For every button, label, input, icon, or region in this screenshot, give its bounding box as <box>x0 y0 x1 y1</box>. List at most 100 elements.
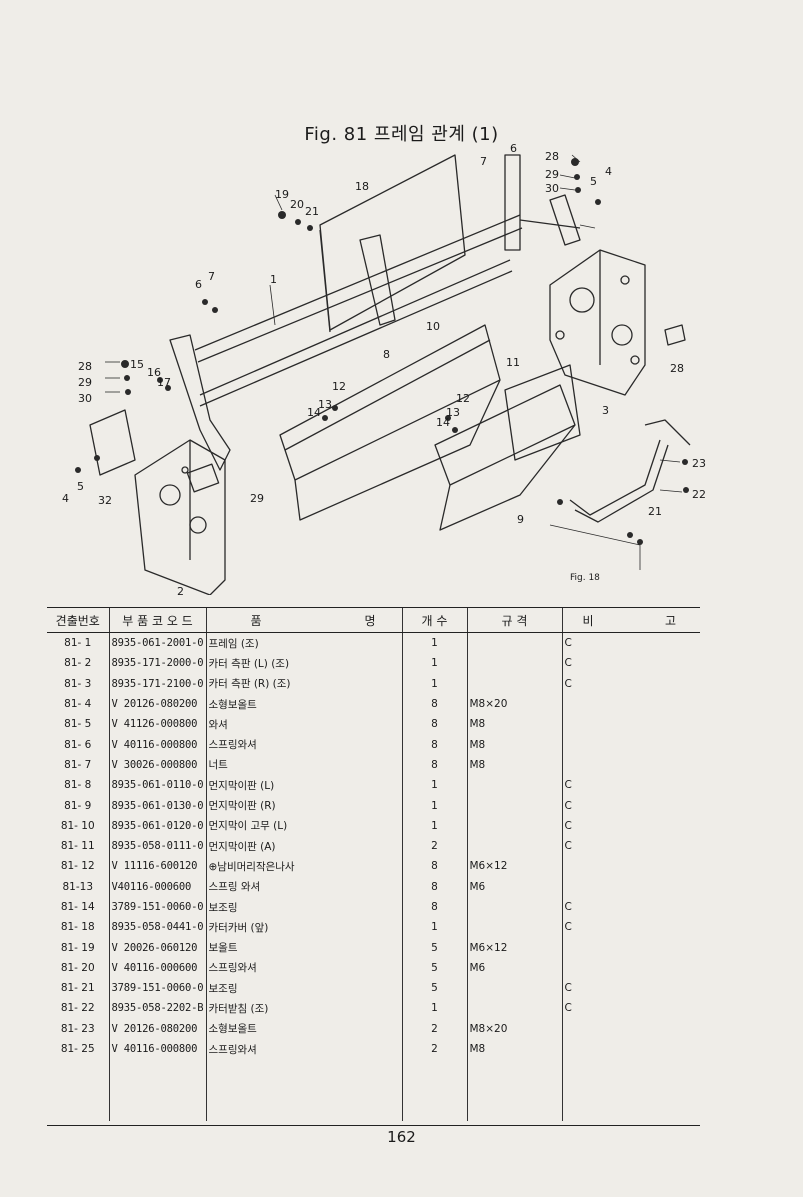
callout-numbers: 19 20 21 18 1 6 7 28 29 30 15 16 17 4 5 … <box>62 142 706 595</box>
cell-quantity: 8 <box>401 896 467 918</box>
cell-ref-no: 81- 14 <box>60 901 95 913</box>
header-part-code: 부 품 코 오 드 <box>108 608 206 633</box>
cell-part-name: 스프링와셔 <box>205 1038 402 1060</box>
cell-spec <box>466 673 562 694</box>
cell-part-code: V 40116-000800 <box>108 1038 206 1060</box>
cell-part-name: 보조링 <box>205 978 402 999</box>
cell-remarks: C <box>561 673 700 694</box>
cell-quantity: 2 <box>401 835 467 857</box>
cell-part-code: V 40116-000800 <box>108 734 206 755</box>
cell-ref-no: 81- 19 <box>60 941 95 954</box>
cell-spec: M6×12 <box>466 937 562 958</box>
cell-spec <box>466 998 562 1019</box>
header-part-name: 품 명 <box>205 608 402 633</box>
cell-spec: M8 <box>466 1038 562 1060</box>
page-title: Fig. 81 프레임 관계 (1) <box>304 124 499 145</box>
cell-part-code: 8935-058-0441-0 <box>108 917 206 938</box>
cell-remarks <box>561 714 700 735</box>
page-number: 162 <box>387 1128 416 1146</box>
cell-part-name: 스프링와셔 <box>205 734 402 755</box>
cell-part-name: 카터 측판 (R) (조) <box>205 673 402 694</box>
cell-part-name: 먼지막이판 (R) <box>205 795 402 816</box>
cell-quantity: 1 <box>401 795 467 816</box>
cell-quantity: 5 <box>401 978 467 999</box>
callout-11: 11 <box>506 356 520 369</box>
cell-part-code: V 20026-060120 <box>108 937 206 958</box>
callout-12-left: 12 <box>332 380 346 393</box>
callout-25: 23 <box>692 457 706 470</box>
cell-part-code: 8935-061-0130-0 <box>108 795 206 816</box>
part-bracket-top-right <box>519 194 581 246</box>
part-small-plate <box>664 324 686 346</box>
cell-part-name: 프레임 (조) <box>205 632 402 654</box>
cell-part-code: 8935-061-0120-0 <box>108 815 206 836</box>
cell-spec <box>466 896 562 918</box>
callout-2: 2 <box>177 585 184 595</box>
table-row-blank <box>47 1059 700 1122</box>
callout-10: 10 <box>426 320 440 333</box>
cell-remarks <box>561 693 700 715</box>
cell-part-name: 먼지막이판 (L) <box>205 775 402 796</box>
cell-ref-no: 81- 8 <box>64 779 92 792</box>
cell-blank <box>561 1059 700 1122</box>
cell-spec: M6 <box>466 957 562 979</box>
cell-ref-no: 81-13 <box>62 880 93 893</box>
cell-ref-no: 81- 7 <box>64 758 92 771</box>
cell-quantity: 1 <box>401 998 467 1019</box>
cell-remarks: C <box>561 998 700 1019</box>
cell-quantity: 1 <box>401 653 467 674</box>
cell-remarks: C <box>561 653 700 674</box>
cell-remarks: C <box>561 795 700 816</box>
cell-quantity: 1 <box>401 775 467 796</box>
cell-blank <box>108 1059 206 1122</box>
cell-part-name: 먼지막이판 (A) <box>205 835 402 857</box>
cell-spec: M8 <box>466 734 562 755</box>
cell-part-name: 먼지막이 고무 (L) <box>205 815 402 836</box>
part-cutter-side-plate-right <box>549 249 646 396</box>
cell-part-name: 카터카버 (앞) <box>205 917 402 938</box>
header-part-name-left: 품 <box>250 613 262 628</box>
callout-12-right: 12 <box>456 392 470 405</box>
cell-part-code: V 20126-080200 <box>108 1018 206 1039</box>
cell-quantity: 2 <box>401 1038 467 1060</box>
callout-17: 17 <box>157 376 171 389</box>
cell-spec <box>466 632 562 654</box>
cell-remarks: C <box>561 896 700 918</box>
cell-remarks: C <box>561 632 700 654</box>
callout-19: 19 <box>275 188 289 201</box>
cell-spec: M8×20 <box>466 693 562 715</box>
cell-remarks <box>561 754 700 776</box>
header-ref-no: 견출번호 <box>47 608 109 633</box>
cell-remarks <box>561 876 700 897</box>
part-cutter-support <box>569 419 691 523</box>
cell-part-code: 3789-151-0060-0 <box>108 978 206 999</box>
callout-30-top: 30 <box>545 182 559 195</box>
cell-part-code: 3789-151-0060-0 <box>108 896 206 918</box>
cell-remarks: C <box>561 815 700 836</box>
fig18-reference-box <box>549 524 641 570</box>
header-remarks-right: 고 <box>664 613 676 628</box>
cell-remarks <box>561 1018 700 1039</box>
cell-ref-no: 81- 23 <box>60 1022 95 1035</box>
cell-ref-no: 81- 22 <box>60 1002 95 1015</box>
cell-ref-no: 81- 1 <box>64 637 92 650</box>
cell-remarks <box>561 957 700 979</box>
callout-4-top: 4 <box>605 165 612 178</box>
cell-quantity: 1 <box>401 815 467 836</box>
cell-spec <box>466 835 562 857</box>
cell-spec: M6 <box>466 876 562 897</box>
callout-6-left: 6 <box>195 278 202 291</box>
callout-20: 20 <box>290 198 304 211</box>
callout-8: 8 <box>383 348 390 361</box>
